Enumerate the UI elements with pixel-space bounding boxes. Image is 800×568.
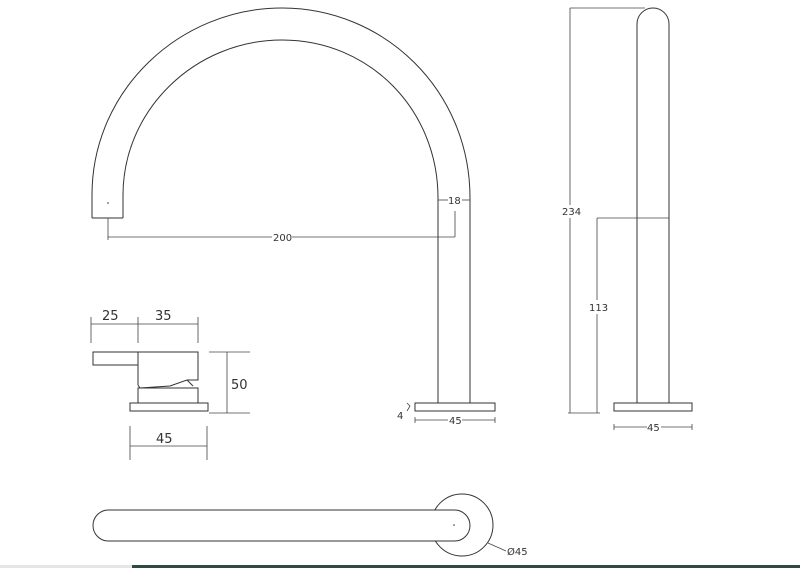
spout-inner-arc xyxy=(122,39,439,218)
dim-4-bracket xyxy=(406,402,411,412)
spout-side-view: 234 113 45 xyxy=(562,7,693,434)
handle-base-plate xyxy=(129,402,209,412)
handle-dim-45-label: 45 xyxy=(156,432,173,447)
dim-50-label: 50 xyxy=(231,378,248,393)
side-pipe-outline xyxy=(636,7,670,403)
dim-45-label: 45 xyxy=(449,416,462,427)
spout-front-view: 18 200 4 45 xyxy=(91,7,496,427)
dim-113-label: 113 xyxy=(589,303,608,314)
spout-base-plate xyxy=(414,402,496,412)
dim-18-label: 18 xyxy=(448,196,461,207)
bottom-edge-dark-bar xyxy=(132,565,800,568)
handle-body xyxy=(137,351,199,389)
dim-25-label: 25 xyxy=(102,309,119,324)
spout-outer-arc xyxy=(91,7,471,218)
handle-body-detail xyxy=(186,379,194,387)
top-view: Ø45 xyxy=(92,493,528,558)
top-diameter-label: Ø45 xyxy=(507,546,528,558)
handle-collar xyxy=(137,387,199,404)
dim-4-label: 4 xyxy=(397,411,403,422)
side-base-plate xyxy=(613,402,693,412)
side-dim-45-label: 45 xyxy=(647,423,660,434)
bottom-edge-strip xyxy=(0,565,800,568)
dim-234-label: 234 xyxy=(562,207,581,218)
spout-center-mark xyxy=(107,202,109,204)
top-center-mark xyxy=(453,524,455,526)
top-spout-outline xyxy=(92,509,471,542)
handle-lever xyxy=(92,351,139,366)
mixer-handle-view: 25 35 50 45 xyxy=(90,309,250,460)
dim-200-label: 200 xyxy=(273,233,292,244)
dim-35-label: 35 xyxy=(155,309,172,324)
top-leader-line xyxy=(487,542,507,552)
